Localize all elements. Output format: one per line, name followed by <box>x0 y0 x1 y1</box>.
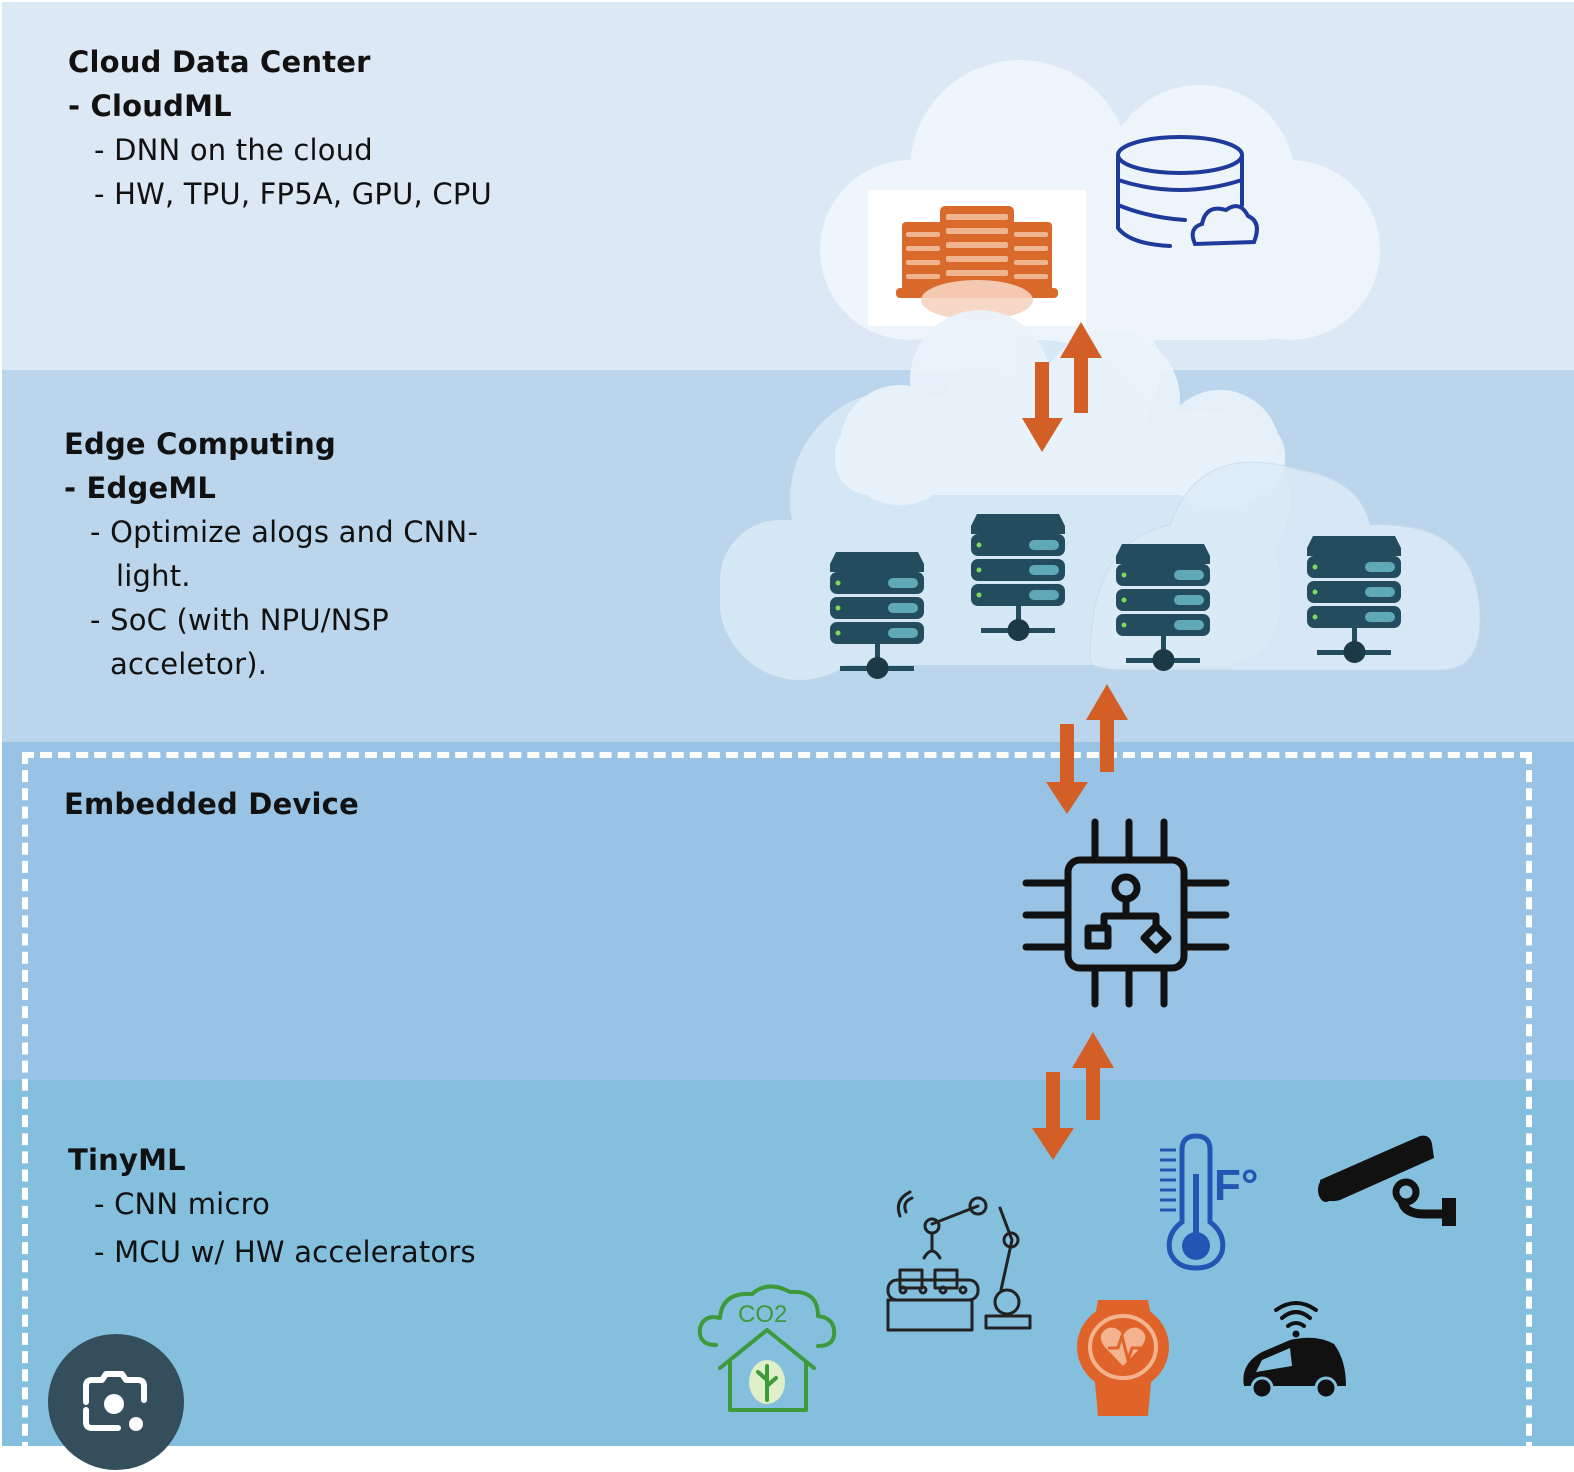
cloud-tier-subtitle: - CloudML <box>68 89 232 123</box>
arrow-edge-embedded <box>1046 684 1128 814</box>
microchip-icon <box>1022 818 1230 1008</box>
arrow-embedded-tiny <box>1032 1032 1114 1160</box>
embedded-tier-band <box>2 742 1574 1080</box>
co2-label: CO2 <box>738 1301 787 1328</box>
edge-tier-title: Edge Computing <box>64 427 336 461</box>
edge-tier-text: Edge Computing - EdgeML - Optimize alogs… <box>64 422 478 686</box>
tinyml-tier-item: - CNN micro <box>94 1187 271 1221</box>
edge-tier-item: - Optimize alogs and CNN- <box>90 515 479 549</box>
smartwatch-heart-icon <box>1077 1300 1169 1416</box>
edge-tier-item-continued: acceletor). <box>110 647 268 681</box>
tinyml-tier-item: - MCU w/ HW accelerators <box>94 1235 476 1269</box>
cloud-tier-item: - HW, TPU, FP5A, GPU, CPU <box>94 177 492 211</box>
edge-tier-subtitle: - EdgeML <box>64 471 217 505</box>
embedded-tier-title: Embedded Device <box>64 787 359 821</box>
edge-tier-upper-cloud <box>835 310 1285 510</box>
edge-tier-item-continued: light. <box>116 559 191 593</box>
tinyml-tier-text: TinyML - CNN micro - MCU w/ HW accelerat… <box>68 1138 476 1274</box>
cloud-database-icon <box>1116 135 1259 248</box>
embedded-device-boundary <box>22 752 1532 1472</box>
robotic-arm-icon <box>886 1190 1032 1332</box>
cloud-tier-item: - DNN on the cloud <box>94 133 373 167</box>
embedded-tier-text: Embedded Device <box>64 782 359 826</box>
connected-car-icon <box>1243 1301 1346 1400</box>
cloud-tier-title: Cloud Data Center <box>68 45 371 79</box>
cloud-tier-text: Cloud Data Center - CloudML - DNN on the… <box>68 40 492 216</box>
arrow-cloud-edge <box>1022 322 1102 452</box>
thermometer-fahrenheit-icon <box>1160 1133 1226 1271</box>
edge-tier-item: - SoC (with NPU/NSP <box>90 603 389 637</box>
co2-home-icon <box>697 1284 837 1412</box>
visual-search-icon <box>83 1371 147 1431</box>
security-camera-icon <box>1318 1135 1456 1226</box>
thermometer-unit-label: F° <box>1214 1161 1258 1210</box>
tinyml-tier-title: TinyML <box>68 1143 186 1177</box>
server-rack-icon <box>868 190 1086 326</box>
visual-search-button[interactable] <box>48 1334 184 1470</box>
bidirectional-arrows <box>1022 322 1128 1160</box>
